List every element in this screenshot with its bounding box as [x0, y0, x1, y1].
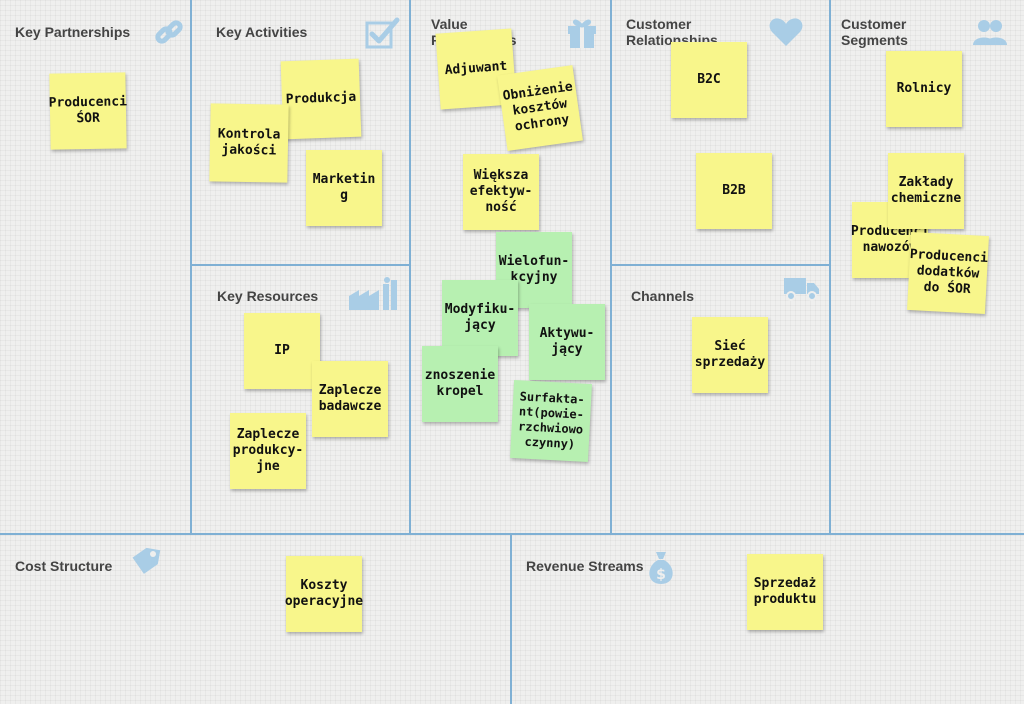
- key-partnerships-title: Key Partnerships: [15, 24, 131, 40]
- sticky-note[interactable]: Sprzedaż produktu: [747, 554, 823, 630]
- sticky-note[interactable]: B2C: [671, 42, 747, 118]
- customer-segments-title: Customer Segments: [841, 16, 908, 48]
- sticky-note[interactable]: znoszenie kropel: [422, 346, 498, 422]
- key-resources-title: Key Resources: [217, 288, 319, 304]
- sticky-note[interactable]: Aktywu- jący: [529, 304, 605, 380]
- sticky-note[interactable]: Zaplecze badawcze: [312, 361, 388, 437]
- gift-icon: [568, 19, 596, 48]
- cost-structure-title: Cost Structure: [15, 558, 113, 574]
- sticky-note[interactable]: Marketin g: [306, 150, 382, 226]
- channels-title: Channels: [631, 288, 695, 304]
- factory-icon: [349, 277, 397, 310]
- tag-icon: [132, 547, 161, 574]
- heart-icon: [769, 18, 803, 46]
- divider-line: [610, 264, 831, 266]
- svg-text:$: $: [656, 567, 666, 583]
- truck-icon: [784, 278, 819, 301]
- divider-line: [829, 0, 831, 534]
- sticky-note[interactable]: Kontrola jakości: [209, 103, 289, 183]
- sticky-note[interactable]: Sieć sprzedaży: [692, 317, 768, 393]
- divider-line: [0, 533, 1024, 535]
- revenue-streams-title: Revenue Streams: [526, 558, 644, 574]
- sticky-note[interactable]: Producenci ŚOR: [49, 72, 127, 150]
- key-activities-title: Key Activities: [216, 24, 308, 40]
- divider-line: [510, 533, 512, 704]
- link-icon: [155, 20, 183, 44]
- sticky-note[interactable]: B2B: [696, 153, 772, 229]
- sticky-note[interactable]: Modyfiku- jący: [442, 280, 518, 356]
- sticky-note[interactable]: Produkcja: [280, 58, 362, 140]
- divider-line: [610, 0, 612, 534]
- divider-line: [190, 0, 192, 534]
- sticky-note[interactable]: Surfakta- nt(powie- rzchwiowo czynny): [510, 380, 592, 462]
- sticky-note[interactable]: Zaplecze produkcy- jne: [230, 413, 306, 489]
- sticky-note[interactable]: IP: [244, 313, 320, 389]
- sticky-note[interactable]: Większa efektyw- ność: [463, 154, 539, 230]
- sticky-note[interactable]: Zakłady chemiczne: [888, 153, 964, 229]
- sticky-note[interactable]: Producenci dodatków do ŚOR: [907, 232, 989, 314]
- sticky-note[interactable]: Koszty operacyjne: [285, 556, 363, 632]
- money-bag-icon: $: [649, 552, 673, 584]
- sticky-note[interactable]: Obniżenie kosztów ochrony: [497, 65, 583, 151]
- divider-line: [190, 264, 411, 266]
- sticky-note[interactable]: Rolnicy: [886, 51, 962, 127]
- divider-line: [409, 0, 411, 534]
- checkbox-icon: [365, 17, 400, 49]
- people-icon: [973, 20, 1007, 45]
